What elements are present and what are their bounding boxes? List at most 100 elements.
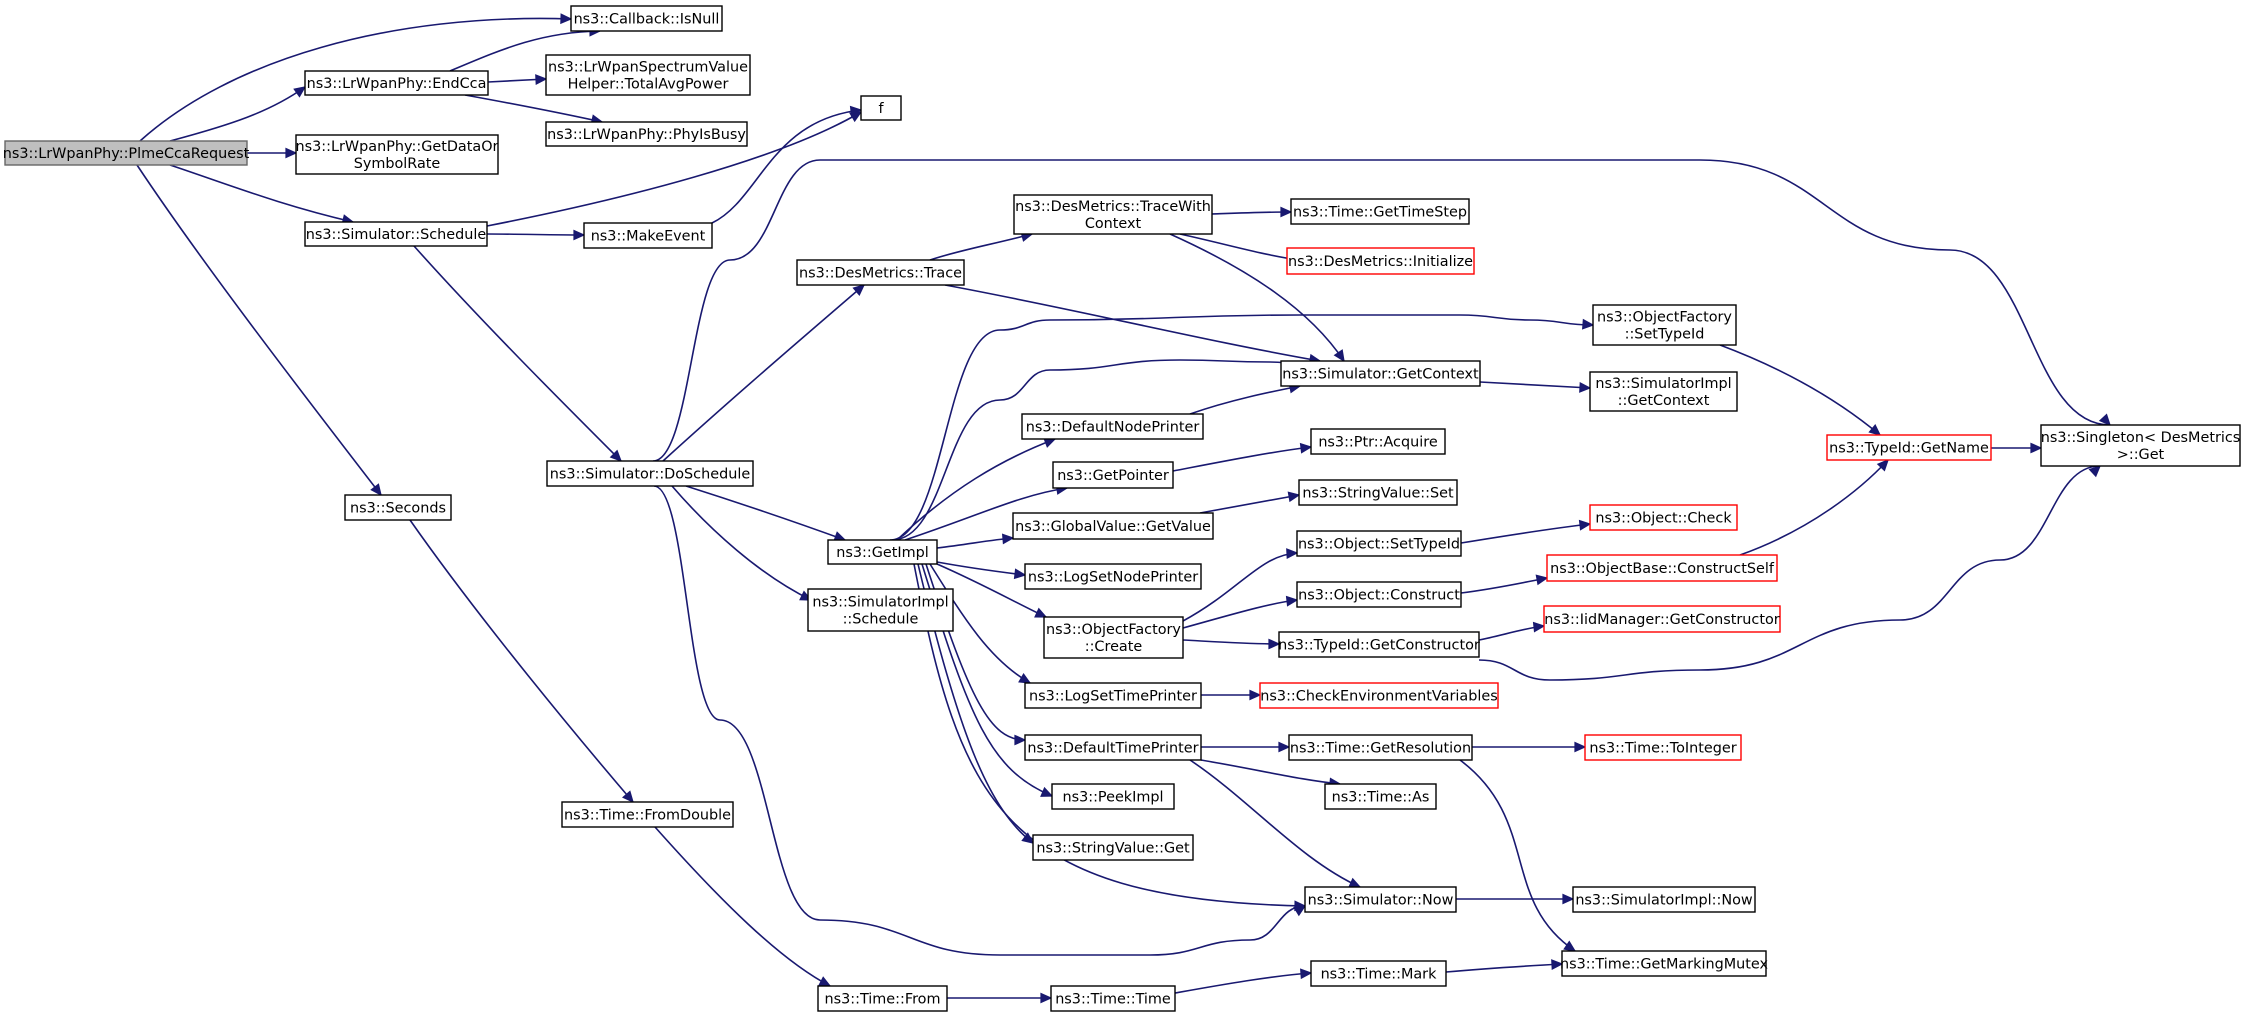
- node-box: [304, 70, 489, 96]
- arrowhead: [1268, 638, 1281, 650]
- call-edge: [936, 561, 1027, 580]
- node-fromdouble[interactable]: ns3::Time::FromDouble: [561, 801, 734, 828]
- node-box: [1592, 304, 1737, 346]
- node-typeidgetname[interactable]: ns3::TypeId::GetName: [1826, 434, 1992, 461]
- node-f[interactable]: f: [860, 95, 902, 121]
- node-simimplschedule[interactable]: ns3::SimulatorImpl::Schedule: [807, 588, 954, 632]
- node-label: ns3::SimulatorImpl: [812, 595, 948, 611]
- node-box: [1021, 413, 1204, 440]
- node-box: [1561, 950, 1767, 977]
- node-box: [1589, 504, 1738, 531]
- node-label: ns3::Object::Check: [1595, 511, 1732, 527]
- node-constructself[interactable]: ns3::ObjectBase::ConstructSelf: [1546, 554, 1778, 582]
- node-timemark[interactable]: ns3::Time::Mark: [1310, 960, 1447, 987]
- node-objsettypeid[interactable]: ns3::Object::SetTypeId: [1296, 530, 1462, 557]
- node-iidmgr[interactable]: ns3::IidManager::GetConstructor: [1543, 605, 1781, 633]
- node-doschedule[interactable]: ns3::Simulator::DoSchedule: [546, 460, 754, 487]
- call-edge-line: [1189, 759, 1361, 888]
- node-ofcreate[interactable]: ns3::ObjectFactory::Create: [1043, 616, 1184, 659]
- node-tointeger[interactable]: ns3::Time::ToInteger: [1584, 734, 1742, 761]
- node-checkenv[interactable]: ns3::CheckEnvironmentVariables: [1259, 682, 1499, 709]
- node-logsettime[interactable]: ns3::LogSetTimePrinter: [1024, 682, 1202, 709]
- node-box: [1288, 734, 1473, 761]
- node-plme[interactable]: ns3::LrWpanPhy::PlmeCcaRequest: [3, 140, 250, 166]
- node-label: ns3::ObjectBase::ConstructSelf: [1550, 561, 1775, 577]
- node-box: [1826, 434, 1992, 461]
- call-edge: [1460, 519, 1592, 544]
- arrowhead: [2030, 442, 2043, 454]
- node-objconstruct[interactable]: ns3::Object::Construct: [1296, 581, 1462, 608]
- node-gettimestep[interactable]: ns3::Time::GetTimeStep: [1290, 198, 1470, 225]
- node-objcheck[interactable]: ns3::Object::Check: [1589, 504, 1738, 531]
- node-trace[interactable]: ns3::DesMetrics::Trace: [796, 259, 965, 286]
- node-svset[interactable]: ns3::StringValue::Set: [1298, 479, 1458, 506]
- node-singleton[interactable]: ns3::Singleton< DesMetrics >::Get: [2040, 424, 2241, 467]
- call-edge: [136, 164, 382, 497]
- arrowhead: [1868, 424, 1882, 436]
- node-ofsettypeid[interactable]: ns3::ObjectFactory::SetTypeId: [1592, 304, 1737, 346]
- node-label: ns3::DefaultNodePrinter: [1026, 420, 1200, 436]
- node-label: ns3::DefaultTimePrinter: [1027, 741, 1198, 757]
- node-label: SymbolRate: [354, 156, 441, 172]
- arrowhead: [1249, 689, 1262, 701]
- node-getpointer[interactable]: ns3::GetPointer: [1052, 461, 1174, 489]
- node-from[interactable]: ns3::Time::From: [817, 985, 948, 1012]
- node-box: [1278, 631, 1480, 658]
- arrowhead: [1278, 741, 1291, 753]
- call-edge: [671, 485, 813, 601]
- node-peekimpl[interactable]: ns3::PeekImpl: [1051, 783, 1175, 810]
- node-box: [344, 494, 452, 521]
- call-edge: [1182, 548, 1299, 622]
- call-edge: [487, 74, 548, 85]
- node-label: ns3::LrWpanSpectrumValue: [548, 60, 748, 76]
- node-box: [1024, 734, 1202, 761]
- node-deftimeprinter[interactable]: ns3::DefaultTimePrinter: [1024, 734, 1202, 761]
- node-simnow[interactable]: ns3::Simulator::Now: [1304, 886, 1457, 913]
- call-edge: [936, 533, 1015, 549]
- node-label: ns3::Time::FromDouble: [564, 808, 731, 824]
- call-edge: [1182, 595, 1299, 629]
- node-box: [807, 588, 954, 632]
- node-makeevent[interactable]: ns3::MakeEvent: [583, 222, 713, 249]
- node-markingmutex[interactable]: ns3::Time::GetMarkingMutex: [1560, 950, 1769, 977]
- arrowhead: [1040, 786, 1054, 797]
- node-simimplgetctx[interactable]: ns3::SimulatorImpl::GetContext: [1589, 371, 1738, 412]
- node-ptracquire[interactable]: ns3::Ptr::Acquire: [1310, 428, 1446, 455]
- node-phyisbusy[interactable]: ns3::LrWpanPhy::PhyIsBusy: [545, 121, 748, 147]
- node-label: ns3::CheckEnvironmentVariables: [1260, 689, 1497, 705]
- arrowhead: [1299, 442, 1313, 454]
- node-label: ns3::Time::From: [824, 992, 940, 1008]
- node-label: ns3::DesMetrics::Trace: [799, 266, 962, 282]
- node-totalavg[interactable]: ns3::LrWpanSpectrumValueHelper::TotalAvg…: [545, 54, 751, 96]
- node-typeidgetctor[interactable]: ns3::TypeId::GetConstructor: [1278, 631, 1480, 658]
- arrowhead: [1286, 548, 1299, 559]
- node-desinit[interactable]: ns3::DesMetrics::Initialize: [1286, 247, 1475, 275]
- node-timeas[interactable]: ns3::Time::As: [1324, 783, 1437, 810]
- node-schedule[interactable]: ns3::Simulator::Schedule: [304, 221, 488, 247]
- call-edge: [1478, 464, 2102, 681]
- node-box: [1013, 194, 1213, 235]
- node-svget[interactable]: ns3::StringValue::Get: [1032, 834, 1194, 861]
- node-getres[interactable]: ns3::Time::GetResolution: [1288, 734, 1473, 761]
- node-isnull[interactable]: ns3::Callback::IsNull: [570, 5, 723, 32]
- node-getcontext[interactable]: ns3::Simulator::GetContext: [1280, 360, 1481, 387]
- node-box: [1572, 886, 1756, 913]
- node-logsetnode[interactable]: ns3::LogSetNodePrinter: [1024, 563, 1202, 590]
- call-edge-line: [1460, 577, 1548, 594]
- call-edge: [652, 159, 2111, 462]
- node-getimpl[interactable]: ns3::GetImpl: [827, 539, 938, 565]
- node-gvgetvalue[interactable]: ns3::GlobalValue::GetValue: [1012, 512, 1214, 540]
- node-endcca[interactable]: ns3::LrWpanPhy::EndCca: [304, 70, 489, 96]
- node-defnodeprinter[interactable]: ns3::DefaultNodePrinter: [1021, 413, 1204, 440]
- node-label: ns3::SimulatorImpl: [1595, 376, 1731, 392]
- call-edge: [662, 284, 866, 462]
- node-seconds[interactable]: ns3::Seconds: [344, 494, 452, 521]
- node-simimplnow[interactable]: ns3::SimulatorImpl::Now: [1572, 886, 1756, 913]
- call-edge-line: [1182, 599, 1298, 629]
- node-timetime[interactable]: ns3::Time::Time: [1050, 985, 1176, 1012]
- node-box: [295, 134, 499, 175]
- call-edge-line: [662, 284, 865, 462]
- node-label: ns3::LrWpanPhy::EndCca: [307, 76, 487, 92]
